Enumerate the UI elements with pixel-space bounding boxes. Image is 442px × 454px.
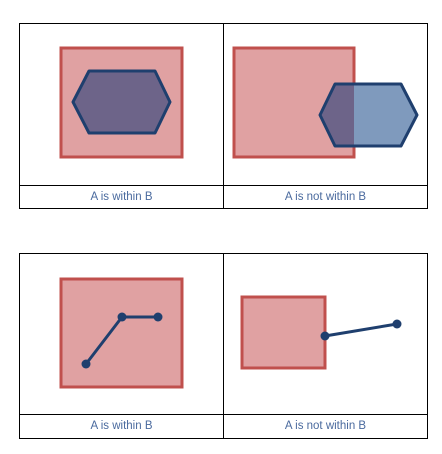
linestring-vertex bbox=[392, 319, 402, 329]
cell-polygon-within bbox=[59, 46, 184, 159]
linestring-vertex bbox=[153, 312, 163, 322]
geometry-a-hexagon bbox=[71, 69, 172, 135]
geometry-b-rectangle bbox=[240, 295, 327, 370]
geometry-b-rectangle bbox=[59, 277, 184, 389]
caption-polygon-not-within: A is not within B bbox=[284, 191, 367, 203]
linestring-vertex bbox=[320, 331, 330, 341]
caption-polygon-within: A is within B bbox=[90, 191, 153, 203]
linestring-vertex bbox=[81, 359, 91, 369]
linestring-vertex bbox=[117, 312, 127, 322]
geometry-a-hexagon bbox=[318, 82, 419, 148]
cell-linestring-not-within bbox=[240, 295, 402, 370]
geometry-a-linestring bbox=[324, 322, 398, 338]
caption-linestring-not-within: A is not within B bbox=[284, 420, 367, 432]
caption-linestring-within: A is within B bbox=[90, 420, 153, 432]
cell-linestring-within bbox=[59, 277, 184, 389]
row-polygon bbox=[19, 23, 428, 209]
cell-polygon-not-within bbox=[232, 46, 419, 159]
row-linestring bbox=[19, 253, 428, 439]
